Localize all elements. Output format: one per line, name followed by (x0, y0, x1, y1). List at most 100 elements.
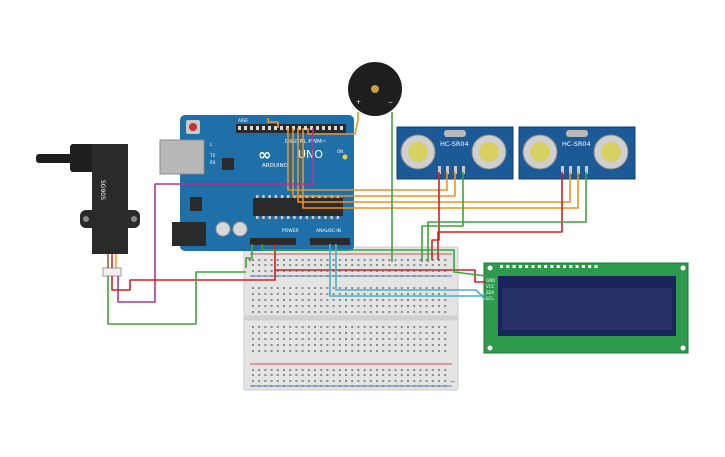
breadboard-hole[interactable] (283, 380, 285, 382)
breadboard-hole[interactable] (351, 311, 354, 313)
breadboard-hole[interactable] (444, 264, 447, 266)
breadboard-hole[interactable] (307, 293, 310, 295)
breadboard-hole[interactable] (407, 344, 409, 346)
breadboard-hole[interactable] (345, 287, 347, 289)
breadboard-hole[interactable] (283, 275, 285, 277)
breadboard-hole[interactable] (351, 374, 354, 376)
breadboard-hole[interactable] (382, 299, 385, 301)
breadboard-hole[interactable] (320, 374, 323, 376)
breadboard-hole[interactable] (332, 311, 335, 313)
breadboard-hole[interactable] (264, 259, 267, 261)
breadboard-hole[interactable] (326, 374, 329, 376)
breadboard-hole[interactable] (407, 287, 409, 289)
breadboard-hole[interactable] (326, 305, 329, 307)
digital-pin[interactable] (250, 126, 253, 130)
breadboard-hole[interactable] (407, 299, 409, 301)
breadboard-hole[interactable] (320, 350, 323, 352)
breadboard-hole[interactable] (351, 380, 354, 382)
breadboard-hole[interactable] (314, 385, 316, 387)
breadboard-hole[interactable] (376, 264, 378, 266)
breadboard-hole[interactable] (332, 374, 335, 376)
breadboard-hole[interactable] (326, 287, 329, 289)
breadboard-hole[interactable] (400, 332, 403, 334)
breadboard-hole[interactable] (314, 293, 316, 295)
breadboard-hole[interactable] (301, 305, 304, 307)
breadboard-hole[interactable] (376, 350, 378, 352)
breadboard-hole[interactable] (431, 350, 434, 352)
breadboard-hole[interactable] (258, 293, 261, 295)
breadboard-hole[interactable] (388, 299, 391, 301)
breadboard-hole[interactable] (438, 344, 440, 346)
breadboard-hole[interactable] (357, 305, 360, 307)
breadboard-hole[interactable] (301, 293, 304, 295)
breadboard-hole[interactable] (289, 270, 292, 272)
breadboard-hole[interactable] (332, 299, 335, 301)
breadboard-hole[interactable] (283, 311, 285, 313)
breadboard-hole[interactable] (307, 344, 310, 346)
breadboard-hole[interactable] (363, 374, 366, 376)
breadboard-hole[interactable] (338, 338, 341, 340)
breadboard-hole[interactable] (326, 350, 329, 352)
breadboard-hole[interactable] (444, 369, 447, 371)
breadboard-hole[interactable] (407, 374, 409, 376)
breadboard-hole[interactable] (270, 299, 273, 301)
breadboard-hole[interactable] (332, 380, 335, 382)
breadboard-hole[interactable] (320, 311, 323, 313)
breadboard-hole[interactable] (345, 332, 347, 334)
breadboard-hole[interactable] (320, 332, 323, 334)
sensor-pin[interactable] (585, 166, 588, 174)
breadboard-hole[interactable] (326, 270, 329, 272)
breadboard-hole[interactable] (369, 299, 372, 301)
breadboard-hole[interactable] (400, 385, 403, 387)
breadboard-hole[interactable] (270, 380, 273, 382)
breadboard-hole[interactable] (351, 275, 354, 277)
breadboard-hole[interactable] (301, 270, 304, 272)
breadboard-hole[interactable] (295, 259, 298, 261)
breadboard-hole[interactable] (425, 287, 428, 289)
breadboard-hole[interactable] (388, 374, 391, 376)
breadboard-hole[interactable] (388, 287, 391, 289)
breadboard-hole[interactable] (270, 369, 273, 371)
breadboard-hole[interactable] (283, 332, 285, 334)
breadboard-hole[interactable] (382, 270, 385, 272)
breadboard-hole[interactable] (332, 259, 335, 261)
breadboard-hole[interactable] (258, 259, 261, 261)
breadboard-hole[interactable] (444, 270, 447, 272)
breadboard-hole[interactable] (264, 275, 267, 277)
breadboard-hole[interactable] (388, 293, 391, 295)
breadboard-hole[interactable] (444, 299, 447, 301)
breadboard-hole[interactable] (363, 344, 366, 346)
sensor-pin[interactable] (561, 166, 564, 174)
breadboard-hole[interactable] (382, 326, 385, 328)
breadboard-hole[interactable] (314, 287, 316, 289)
breadboard-hole[interactable] (407, 264, 409, 266)
breadboard-hole[interactable] (419, 264, 422, 266)
breadboard-hole[interactable] (345, 275, 347, 277)
breadboard-hole[interactable] (345, 385, 347, 387)
breadboard-hole[interactable] (413, 275, 416, 277)
breadboard-hole[interactable] (307, 332, 310, 334)
breadboard-hole[interactable] (419, 380, 422, 382)
breadboard-hole[interactable] (332, 369, 335, 371)
breadboard-hole[interactable] (252, 385, 254, 387)
breadboard-hole[interactable] (407, 326, 409, 328)
breadboard-hole[interactable] (369, 259, 372, 261)
breadboard-hole[interactable] (307, 385, 310, 387)
breadboard-hole[interactable] (363, 259, 366, 261)
breadboard-hole[interactable] (425, 332, 428, 334)
breadboard-hole[interactable] (276, 259, 279, 261)
breadboard-hole[interactable] (413, 344, 416, 346)
breadboard-hole[interactable] (301, 259, 304, 261)
breadboard-hole[interactable] (276, 326, 279, 328)
breadboard-hole[interactable] (283, 270, 285, 272)
breadboard-hole[interactable] (252, 326, 254, 328)
breadboard-hole[interactable] (369, 326, 372, 328)
breadboard-hole[interactable] (413, 338, 416, 340)
breadboard-hole[interactable] (276, 299, 279, 301)
breadboard-hole[interactable] (438, 275, 440, 277)
breadboard-hole[interactable] (382, 264, 385, 266)
breadboard-hole[interactable] (264, 350, 267, 352)
sensor-pin[interactable] (454, 166, 457, 174)
breadboard-hole[interactable] (419, 332, 422, 334)
breadboard-hole[interactable] (320, 299, 323, 301)
